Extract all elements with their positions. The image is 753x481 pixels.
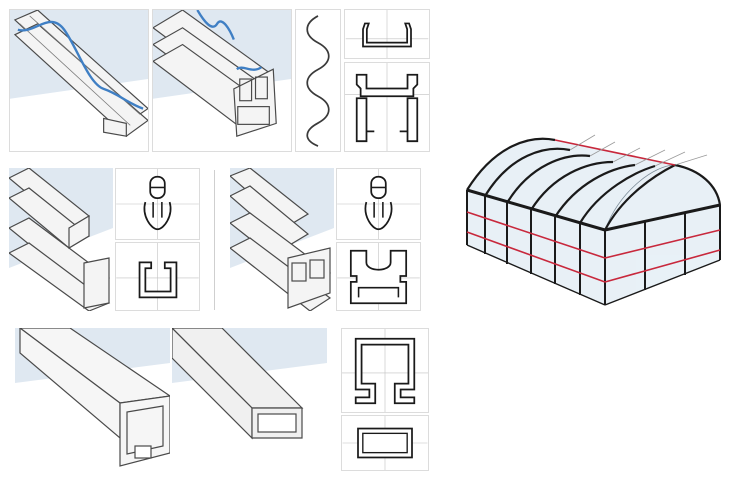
panel-double-locking-channel-section xyxy=(344,62,430,152)
panel-locking-channel-section xyxy=(344,9,430,59)
greenhouse-red-struts xyxy=(466,139,721,283)
panel-rectangular-tube-section xyxy=(341,415,429,471)
wiggle-wire-line xyxy=(17,20,144,110)
greenhouse-arches xyxy=(466,137,722,231)
clip-on-c-channel-drawing xyxy=(9,168,113,311)
panel-clip-insert-double-section xyxy=(336,168,421,240)
separator xyxy=(214,170,215,310)
panel-locking-channel-wiggle-iso xyxy=(9,9,149,152)
wiggle-wire-profile-drawing xyxy=(306,15,330,147)
panel-clip-insert-section xyxy=(115,168,200,240)
panel-wiggle-wire-profile xyxy=(295,9,341,152)
clip-insert-section-drawing xyxy=(116,169,199,239)
c-channel-section-drawing xyxy=(116,243,199,310)
locking-channel-section-drawing xyxy=(345,10,429,58)
panel-rectangular-tube-iso xyxy=(172,328,327,471)
wiggle-wire-shape xyxy=(306,15,330,147)
panel-double-locking-channel-iso xyxy=(152,9,292,152)
panel-lipped-square-channel-iso xyxy=(15,328,170,471)
locking-channel-shape xyxy=(362,22,412,48)
panel-double-c-channel-section xyxy=(336,242,421,311)
panel-clip-on-c-channel-iso xyxy=(9,168,113,311)
lipped-square-channel-drawing xyxy=(15,328,170,467)
panel-lipped-square-channel-section xyxy=(341,328,429,413)
greenhouse-frame-drawing xyxy=(466,134,722,306)
wiggle-wire-line xyxy=(196,10,235,41)
rectangular-tube-section-drawing xyxy=(342,416,428,470)
rectangular-tube-drawing xyxy=(172,328,327,440)
greenhouse-guy-wires xyxy=(569,134,708,167)
panel-clip-on-double-channel-iso xyxy=(230,168,334,311)
double-locking-channel-drawing xyxy=(153,10,291,137)
greenhouse-posts xyxy=(466,190,721,305)
locking-channel-wiggle-drawing xyxy=(10,10,148,137)
clip-on-double-channel-drawing xyxy=(230,168,334,311)
greenhouse-eave-beam xyxy=(466,188,721,232)
double-c-channel-section-drawing xyxy=(337,243,420,310)
clip-insert-double-section-drawing xyxy=(337,169,420,239)
channel-body xyxy=(153,10,277,137)
lipped-square-channel-section-drawing xyxy=(342,329,428,412)
double-locking-channel-section-drawing xyxy=(345,63,429,151)
panel-c-channel-section xyxy=(115,242,200,311)
